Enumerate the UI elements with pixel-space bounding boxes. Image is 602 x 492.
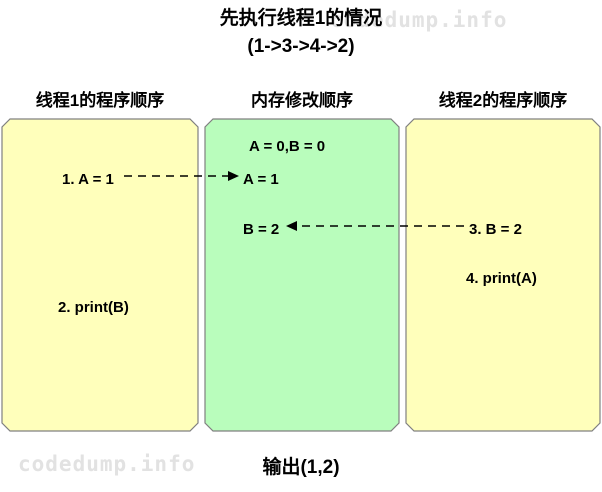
statement-thread1-step1: 1. A = 1 bbox=[62, 171, 114, 188]
arrow-thread2-to-memory bbox=[286, 221, 464, 231]
panel-thread1 bbox=[1, 118, 199, 432]
column-header-memory: 内存修改顺序 bbox=[251, 91, 353, 110]
diagram-title: 先执行线程1的情况 (1->3->4->2) bbox=[0, 6, 602, 60]
statement-thread2-step3: 3. B = 2 bbox=[469, 221, 522, 238]
memory-write-b: B = 2 bbox=[243, 221, 280, 238]
output-label: 输出(1,2) bbox=[262, 457, 340, 478]
statement-thread1-step2: 2. print(B) bbox=[58, 299, 129, 316]
watermark-bottom: codedump.info bbox=[18, 452, 196, 476]
memory-initial-state: A = 0,B = 0 bbox=[249, 138, 326, 155]
statement-thread2-step4: 4. print(A) bbox=[466, 270, 537, 287]
title-line-1: 先执行线程1的情况 bbox=[219, 8, 383, 29]
column-header-thread1: 线程1的程序顺序 bbox=[35, 91, 165, 110]
panel-memory bbox=[204, 118, 400, 432]
title-line-2: (1->3->4->2) bbox=[247, 36, 355, 57]
watermark-top: codedump.info bbox=[330, 8, 508, 32]
memory-write-a: A = 1 bbox=[243, 171, 279, 188]
panel-memory-shape bbox=[204, 118, 400, 432]
panel-thread1-shape bbox=[1, 118, 199, 432]
column-header-thread2: 线程2的程序顺序 bbox=[438, 91, 568, 110]
arrow-thread1-to-memory bbox=[124, 171, 239, 181]
arrow-thread1-head bbox=[228, 171, 239, 181]
arrow-thread2-head bbox=[286, 221, 297, 231]
